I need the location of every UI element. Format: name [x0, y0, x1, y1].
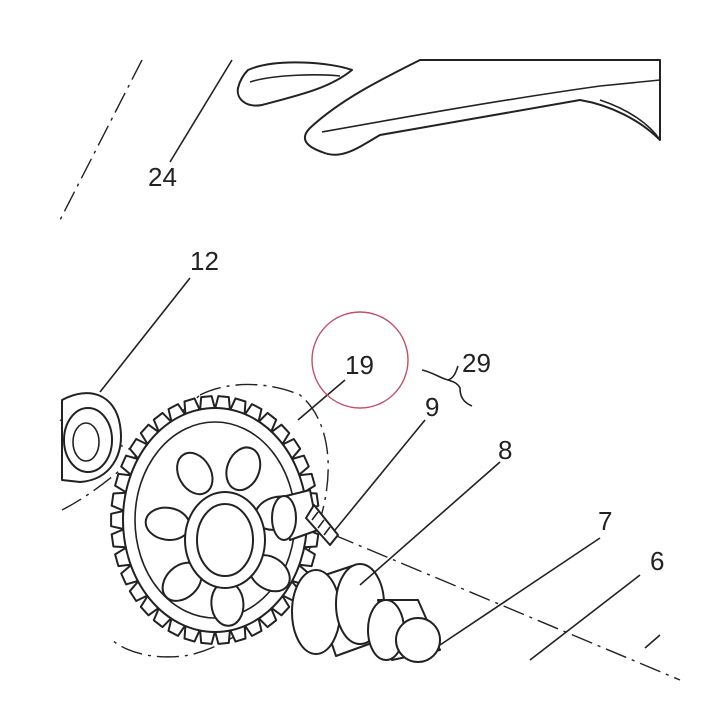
thread-mark-3 [323, 526, 331, 536]
part-6-edge [644, 634, 661, 649]
leader-19 [297, 379, 346, 421]
label-7: 7 [598, 506, 612, 536]
spacer-face [63, 407, 113, 473]
leader-9 [334, 419, 426, 531]
leader-8 [359, 461, 501, 586]
bearing-rear [395, 617, 441, 663]
spacer-bore [72, 422, 100, 462]
swingarm-slot [236, 61, 353, 107]
sprocket-hole [176, 451, 214, 496]
thread-mark-2 [317, 519, 325, 529]
leader-12 [99, 277, 191, 393]
bushing-face [291, 569, 341, 655]
swingarm-bend [599, 99, 661, 141]
axis-line-upper-left [59, 59, 143, 221]
stud-collar-face [271, 495, 297, 541]
part-7-bearing [367, 599, 441, 663]
brace-29 [421, 369, 473, 407]
label-8: 8 [498, 435, 512, 465]
leader-24 [169, 59, 233, 163]
swingarm-arm [303, 59, 661, 156]
sprocket-tooth [110, 510, 125, 530]
label-24: 24 [148, 162, 177, 192]
swingarm-edge [321, 79, 661, 133]
stud-thread [305, 504, 339, 546]
brace-29-tip [447, 365, 459, 381]
thread-mark-1 [311, 511, 319, 521]
label-12: 12 [190, 246, 219, 276]
swingarm-slot-inner [249, 74, 341, 83]
leader-6 [529, 574, 641, 661]
part-24-swingarm [236, 59, 661, 156]
label-6: 6 [650, 546, 664, 576]
leader-lines [99, 59, 641, 661]
label-9: 9 [425, 392, 439, 422]
label-19: 19 [345, 350, 374, 380]
sprocket-bore [196, 503, 254, 577]
sprocket-hole [225, 446, 262, 492]
part-12-spacer [61, 392, 122, 483]
part-9-stud [271, 489, 339, 546]
leader-7 [439, 537, 601, 646]
highlight-circle-19 [311, 311, 409, 409]
label-29: 29 [462, 348, 491, 378]
